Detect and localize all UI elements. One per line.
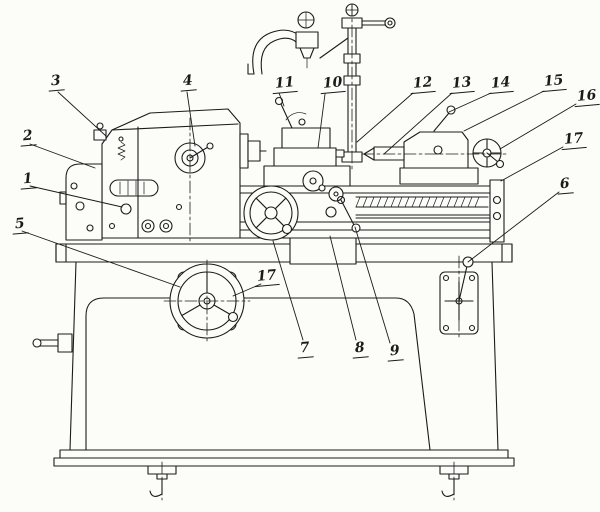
leader-line-5 xyxy=(21,230,181,288)
leader-line-11 xyxy=(278,92,285,107)
leader-line-8 xyxy=(329,235,357,341)
leader-line-13 xyxy=(383,92,453,155)
cabinet-base xyxy=(32,243,515,497)
leader-line-15 xyxy=(463,90,545,132)
leader-line-16 xyxy=(499,103,577,150)
leader-line-17 xyxy=(232,283,262,297)
leader-line-4 xyxy=(186,91,196,147)
gear-train-cover xyxy=(59,163,103,241)
carriage xyxy=(243,96,361,265)
leader-line-1 xyxy=(29,185,123,208)
leader-line-9 xyxy=(354,226,391,344)
leader-line-12 xyxy=(356,92,414,143)
leader-line-6 xyxy=(467,191,560,263)
leader-line-14 xyxy=(448,92,492,113)
leader-line-7 xyxy=(272,240,304,341)
leader-line-3 xyxy=(57,91,107,137)
leader-line-2 xyxy=(29,143,96,169)
tailstock xyxy=(363,105,505,185)
leader-line-17 xyxy=(500,146,564,182)
center-lines xyxy=(161,3,509,501)
spindle-chuck xyxy=(239,133,267,169)
headstock xyxy=(93,108,241,239)
leader-line-10 xyxy=(317,93,326,149)
